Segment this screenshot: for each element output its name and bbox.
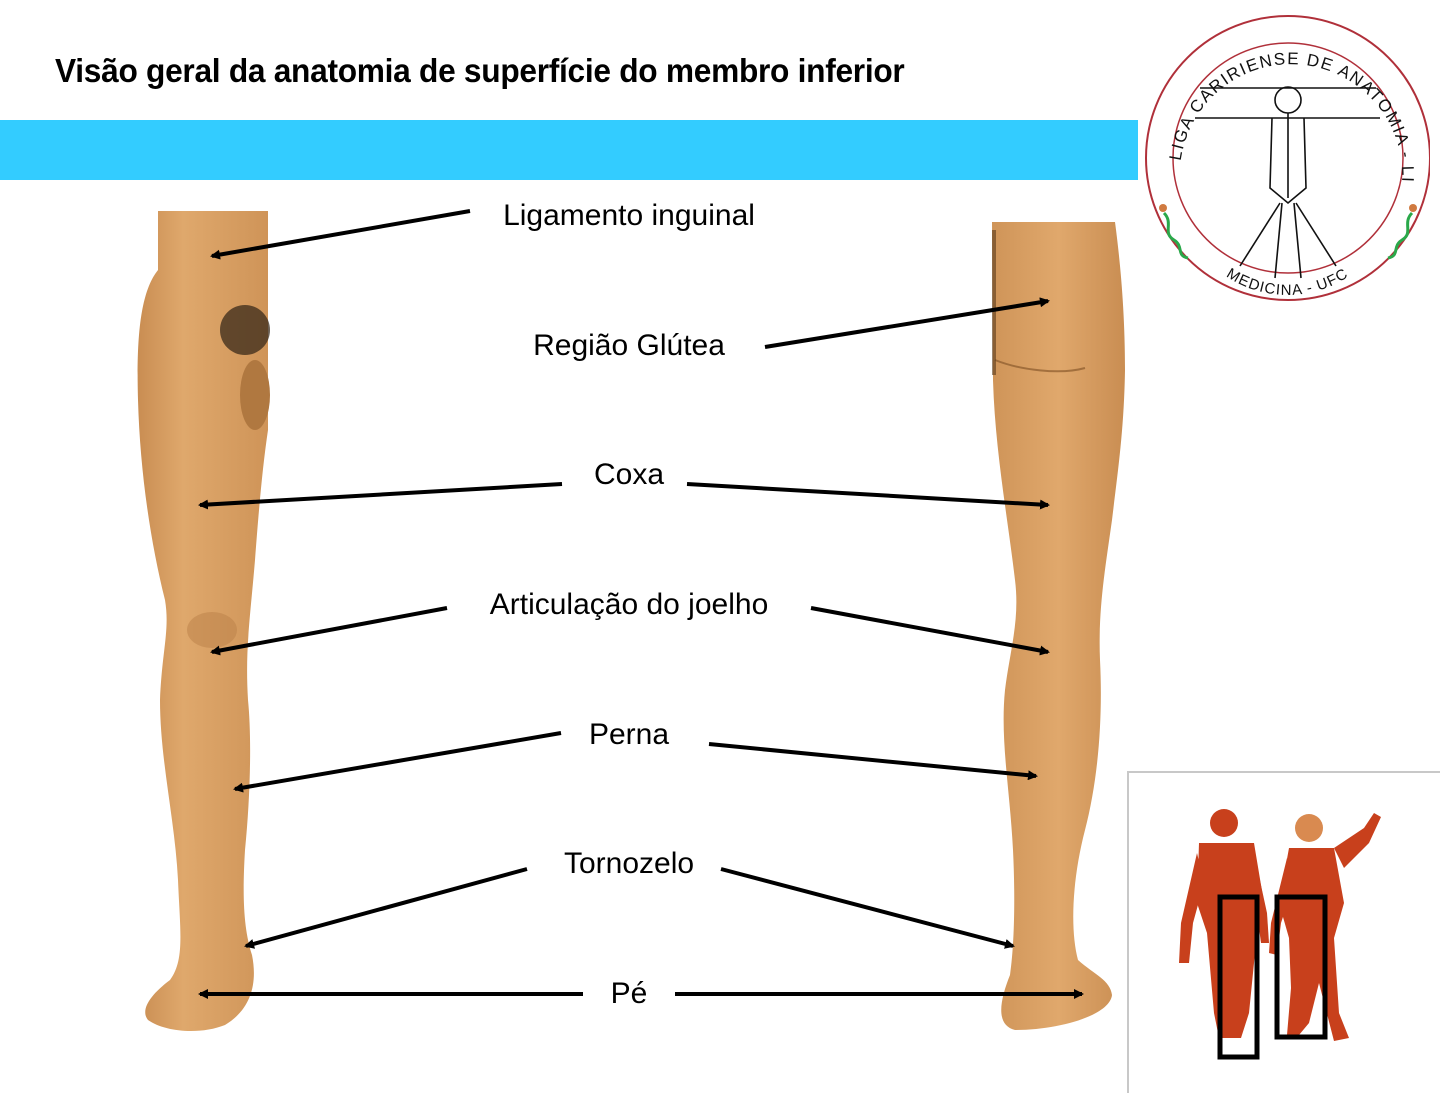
label-ligamento-inguinal: Ligamento inguinal [503,199,755,232]
pointer-arrows [198,209,1084,999]
slide-title: Visão geral da anatomia de superfície do… [55,52,905,89]
vitruvian-man-icon [1195,86,1380,279]
label-tornozelo: Tornozelo [563,847,695,880]
anterior-leg-image [137,211,270,1032]
lican-logo: LIGA CARIRIENSE DE ANATOMIA - LICAN MEDI… [1133,0,1431,308]
caduceus-snake-icon [1162,211,1414,260]
label-pe: Pé [610,977,648,1010]
label-articulacao-joelho: Articulação do joelho [489,588,769,621]
label-coxa: Coxa [593,458,665,491]
label-regiao-glutea: Região Glútea [533,329,725,362]
title-accent-band [0,120,1138,180]
posterior-leg-image [992,222,1125,1030]
muscle-anatomy-image [1179,809,1381,1060]
muscle-figures-inset [1127,771,1440,1093]
highlight-boxes [1217,894,1328,1060]
label-perna: Perna [588,718,670,751]
